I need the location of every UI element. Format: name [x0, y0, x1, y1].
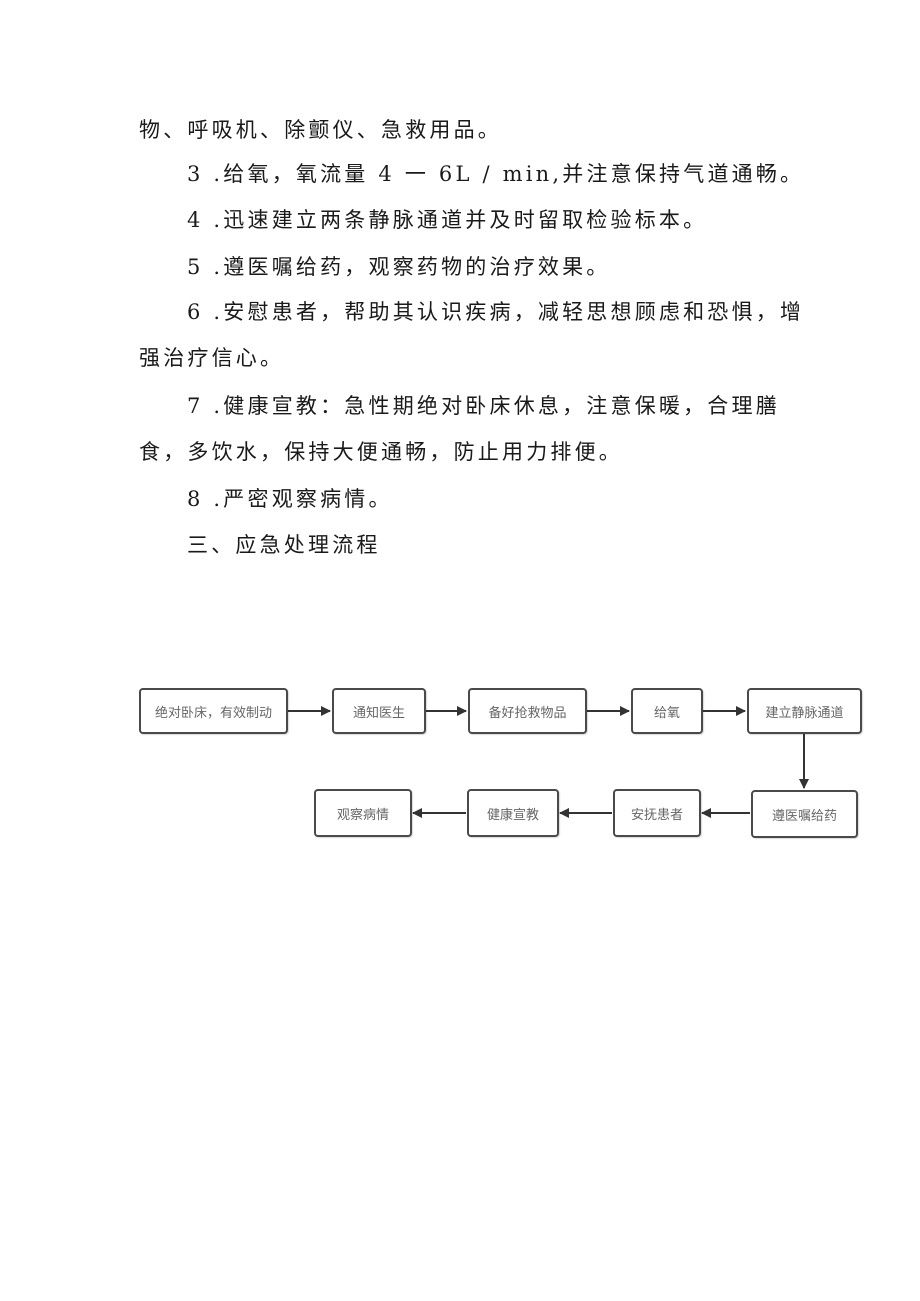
flow-step-oxygen: 给氧 [631, 688, 703, 734]
paragraph-line: 食，多饮水，保持大便通畅，防止用力排便。 [139, 440, 623, 464]
flow-step-iv-access: 建立静脉通道 [747, 688, 862, 734]
flow-step-prepare-supplies: 备好抢救物品 [468, 688, 587, 734]
flow-step-comfort-patient: 安抚患者 [613, 789, 701, 837]
flow-step-medication: 遵医嘱给药 [751, 790, 858, 838]
flow-step-observe: 观察病情 [314, 789, 412, 837]
list-item-4: 4 .迅速建立两条静脉通道并及时留取检验标本。 [187, 208, 708, 232]
list-item-7: 7 .健康宣教：急性期绝对卧床休息，注意保暖，合理膳 [187, 394, 780, 418]
list-item-8: 8 .严密观察病情。 [187, 487, 393, 511]
paragraph-line: 强治疗信心。 [139, 346, 285, 370]
flow-step-notify-doctor: 通知医生 [332, 688, 426, 734]
list-item-5: 5 .遵医嘱给药，观察药物的治疗效果。 [187, 255, 611, 279]
section-heading: 三、应急处理流程 [187, 533, 381, 557]
flow-step-bed-rest: 绝对卧床，有效制动 [139, 688, 288, 734]
paragraph-line: 物、呼吸机、除颤仪、急救用品。 [139, 118, 502, 142]
list-item-6: 6 .安慰患者，帮助其认识疾病，减轻思想顾虑和恐惧，增 [187, 300, 805, 324]
flow-step-health-education: 健康宣教 [467, 789, 559, 837]
list-item-3: 3 .给氧，氧流量 4 一 6L / min,并注意保持气道通畅。 [187, 162, 805, 186]
